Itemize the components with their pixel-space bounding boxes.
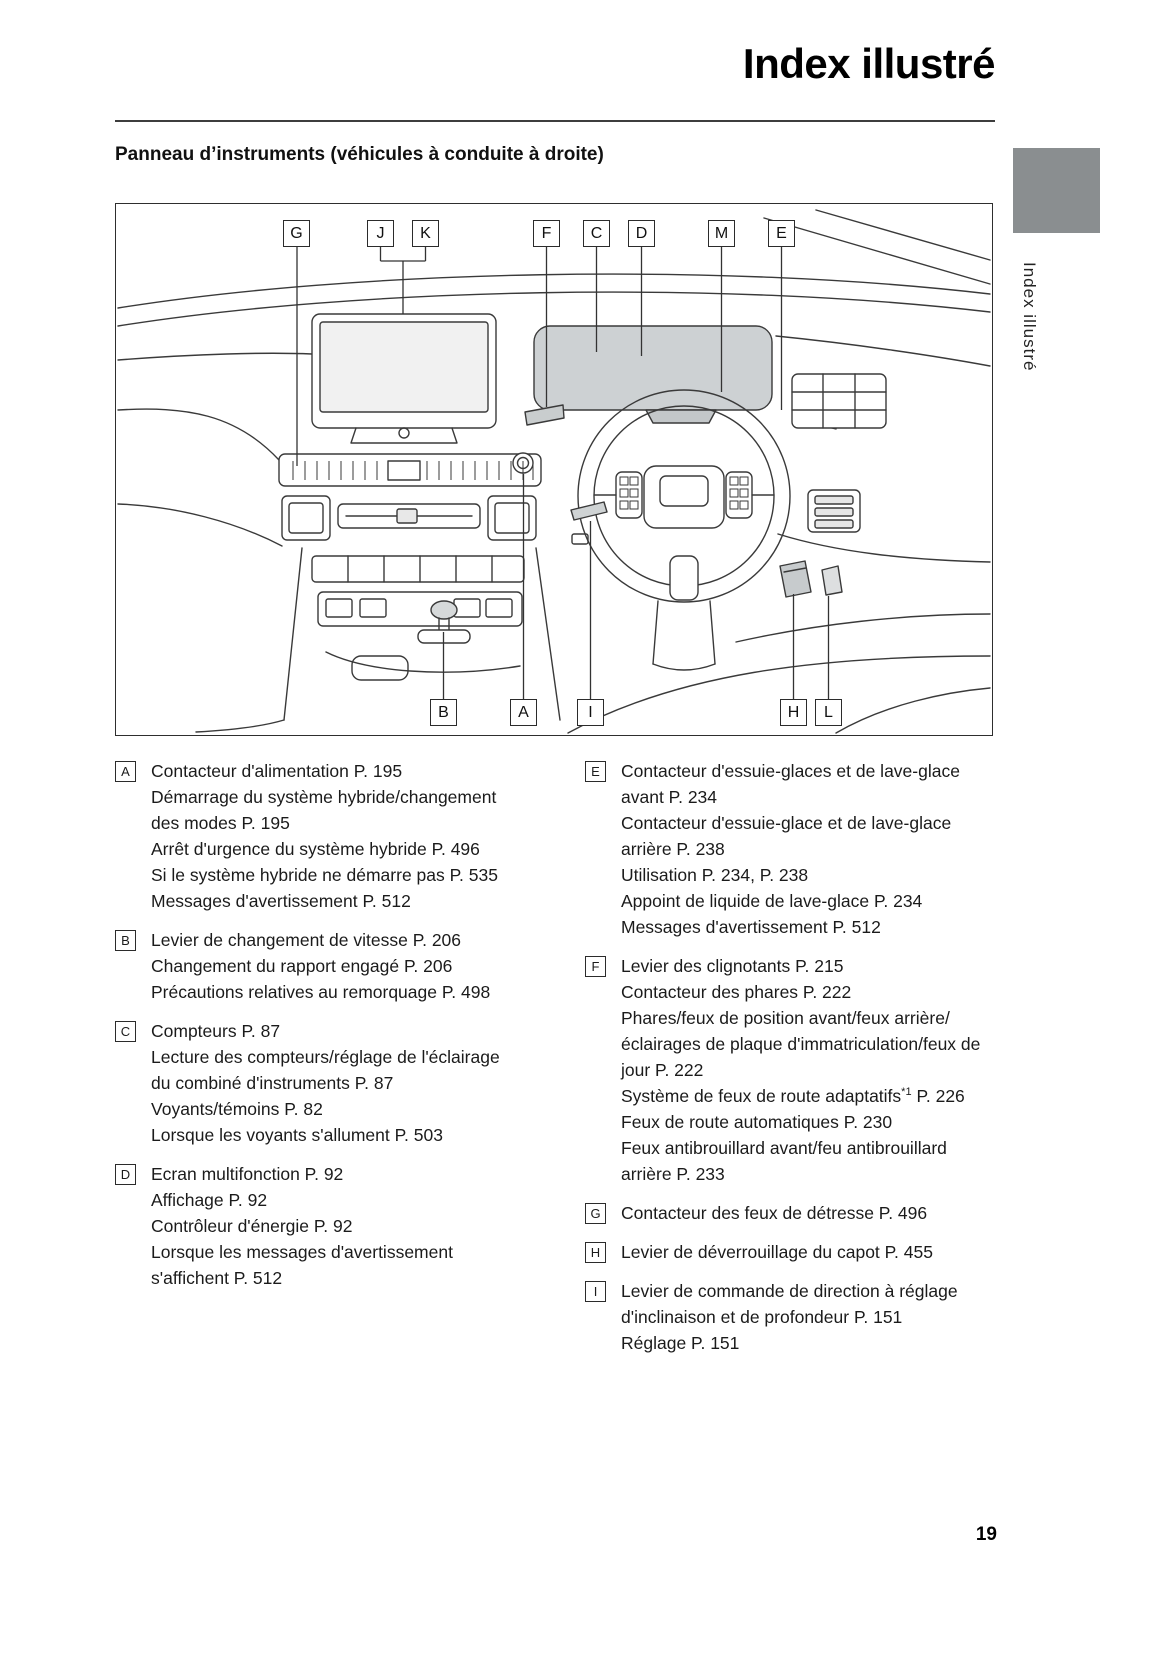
index-item: Levier de changement de vitesse P. 206 <box>151 930 462 950</box>
index-item: Levier des clignotants P. 215 <box>621 956 844 976</box>
index-item: Utilisation P. 234, P. 238 <box>621 865 809 885</box>
entry-items: Contacteur des feux de détresse P. 496 <box>621 1200 995 1226</box>
entry-letter-box: C <box>115 1021 136 1042</box>
index-item: Phares/feux de position avant/feux arriè… <box>621 1008 981 1080</box>
index-item: Contacteur d'essuie-glace et de lave-gla… <box>621 813 952 859</box>
entry-letter-box: I <box>585 1281 606 1302</box>
index-item: Lecture des compteurs/réglage de l'éclai… <box>151 1047 500 1093</box>
page-title: Index illustré <box>742 40 996 87</box>
callout-M: M <box>708 220 735 247</box>
entry-items: Levier de déverrouillage du capot P. 455 <box>621 1239 995 1265</box>
index-entry-E: E Contacteur d'essuie-glaces et de lave-g… <box>585 758 995 940</box>
index-item: Messages d'avertissement P. 512 <box>151 891 411 911</box>
index-item: Réglage P. 151 <box>621 1333 740 1353</box>
index-item: Changement du rapport engagé P. 206 <box>151 956 453 976</box>
entry-letter-box: F <box>585 956 606 977</box>
entry-letter-box: D <box>115 1164 136 1185</box>
chapter-tab <box>1013 148 1100 233</box>
index-item: Ecran multifonction P. 92 <box>151 1164 344 1184</box>
dashboard-illustration <box>117 209 991 734</box>
index-entry-D: D Ecran multifonction P. 92 Affichage P. 9… <box>115 1161 513 1291</box>
page-number: 19 <box>975 1524 997 1545</box>
index-item: Affichage P. 92 <box>151 1190 268 1210</box>
index-item: Compteurs P. 87 <box>151 1021 281 1041</box>
index-column-right: E Contacteur d'essuie-glaces et de lave-g… <box>585 758 995 1369</box>
callout-K: K <box>412 220 439 247</box>
callout-J: J <box>367 220 394 247</box>
callout-A: A <box>510 699 537 726</box>
chapter-tab-label: Index illustré <box>1020 262 1039 372</box>
dashboard-diagram-panel: G J K F C D M E B A I H L <box>115 203 993 736</box>
index-item: Contacteur des phares P. 222 <box>621 982 852 1002</box>
section-heading: Panneau d’instruments (véhicules à condu… <box>115 144 604 165</box>
index-item: Précautions relatives au remorquage P. 4… <box>151 982 491 1002</box>
index-item: Arrêt d'urgence du système hybride P. 49… <box>151 839 480 859</box>
index-item: Contacteur d'alimentation P. 195 <box>151 761 403 781</box>
index-item: Voyants/témoins P. 82 <box>151 1099 323 1119</box>
callout-C: C <box>583 220 610 247</box>
entry-items: Compteurs P. 87 Lecture des compteurs/rég… <box>151 1018 513 1148</box>
index-item: Feux de route automatiques P. 230 <box>621 1112 893 1132</box>
callout-F: F <box>533 220 560 247</box>
index-entry-C: C Compteurs P. 87 Lecture des compteurs/ré… <box>115 1018 513 1148</box>
index-item: Démarrage du système hybride/changement … <box>151 787 497 833</box>
index-item: Contrôleur d'énergie P. 92 <box>151 1216 353 1236</box>
index-item: Feux antibrouillard avant/feu antibrouil… <box>621 1138 947 1184</box>
index-item: Si le système hybride ne démarre pas P. … <box>151 865 498 885</box>
entry-items: Contacteur d'essuie-glaces et de lave-gl… <box>621 758 995 940</box>
index-item: Lorsque les messages d'avertissement s'a… <box>151 1242 453 1288</box>
entry-letter-box: E <box>585 761 606 782</box>
index-item: Contacteur d'essuie-glaces et de lave-gl… <box>621 761 960 807</box>
index-item: Levier de commande de direction à réglag… <box>621 1281 958 1327</box>
index-item: Messages d'avertissement P. 512 <box>621 917 881 937</box>
entry-letter-box: A <box>115 761 136 782</box>
callout-G: G <box>283 220 310 247</box>
callout-B: B <box>430 699 457 726</box>
entry-items: Ecran multifonction P. 92 Affichage P. 92… <box>151 1161 513 1291</box>
index-item: Contacteur des feux de détresse P. 496 <box>621 1203 928 1223</box>
index-item: Lorsque les voyants s'allument P. 503 <box>151 1125 443 1145</box>
callout-D: D <box>628 220 655 247</box>
entry-letter-box: B <box>115 930 136 951</box>
index-item: Levier de déverrouillage du capot P. 455 <box>621 1242 933 1262</box>
callout-H: H <box>780 699 807 726</box>
callout-I: I <box>577 699 604 726</box>
callout-L: L <box>815 699 842 726</box>
title-rule <box>115 120 995 122</box>
index-entry-G: G Contacteur des feux de détresse P. 496 <box>585 1200 995 1226</box>
entry-letter-box: G <box>585 1203 606 1224</box>
entry-letter-box: H <box>585 1242 606 1263</box>
index-item: Système de feux de route adaptatifs*1 P.… <box>621 1086 965 1106</box>
callout-leader-lines <box>296 247 830 699</box>
index-entry-H: H Levier de déverrouillage du capot P. 45… <box>585 1239 995 1265</box>
index-entry-I: I Levier de commande de direction à régla… <box>585 1278 995 1356</box>
callout-E: E <box>768 220 795 247</box>
entry-items: Levier de commande de direction à réglag… <box>621 1278 995 1356</box>
index-item: Appoint de liquide de lave-glace P. 234 <box>621 891 923 911</box>
